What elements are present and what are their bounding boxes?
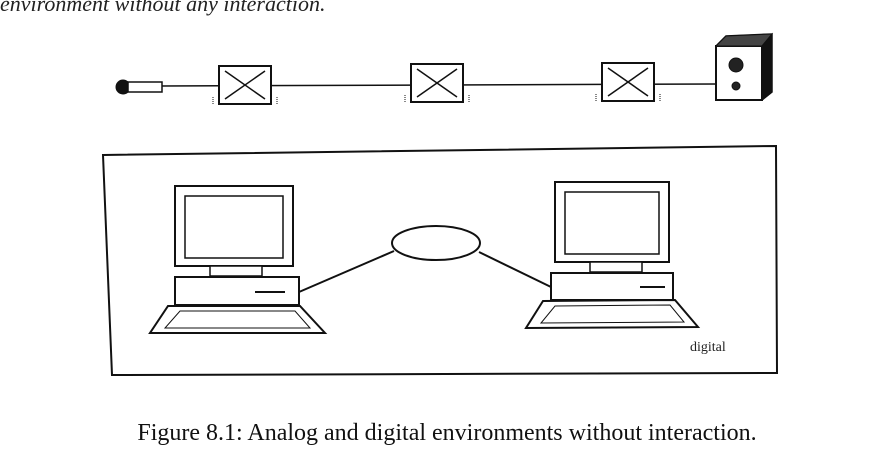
amplifier-box-icon	[404, 63, 470, 103]
digital-environment-frame	[101, 144, 779, 377]
speaker-icon	[714, 32, 774, 102]
computer-icon	[524, 181, 701, 330]
amplifier-box-icon	[212, 65, 278, 105]
digital-label: digital	[690, 340, 726, 355]
analog-chain	[115, 32, 774, 105]
network-link-left	[298, 250, 395, 293]
computer-icon	[148, 185, 328, 334]
clipped-top-text: environment without any interaction.	[0, 0, 326, 16]
amplifier-box-icon	[595, 62, 661, 102]
microphone-icon	[115, 79, 163, 95]
figure-caption: Figure 8.1: Analog and digital environme…	[137, 420, 757, 446]
network-link-right	[478, 251, 552, 288]
network-links	[298, 250, 552, 293]
network-cloud-icon	[391, 225, 481, 261]
